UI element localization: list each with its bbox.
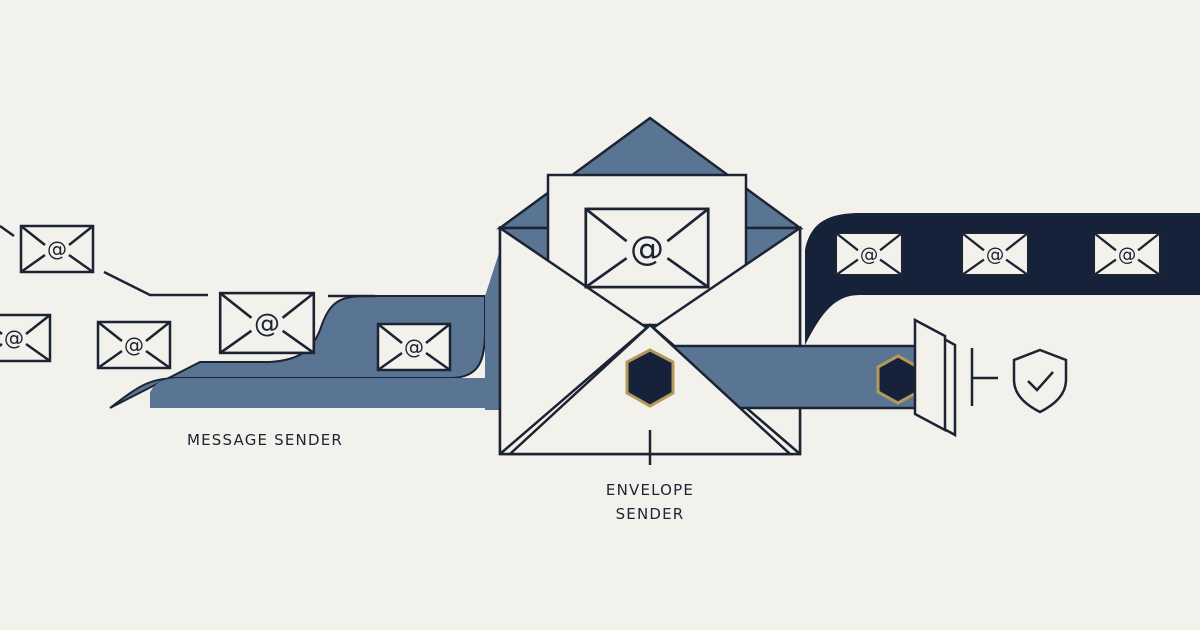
check-mark (1027, 371, 1054, 392)
at-symbol: @ (254, 309, 280, 339)
mail-envelope-icon: @ (834, 231, 904, 277)
mail-envelope-icon: @ (960, 231, 1030, 277)
message-flow-band-upper (485, 250, 500, 410)
strip-seal-icon (876, 354, 920, 405)
mail-envelope-icon: @ (1092, 231, 1162, 277)
message-flow-band-lower (150, 378, 485, 408)
envelope-sender-label-line1: ENVELOPE (605, 481, 695, 499)
mail-envelope-icon: @ (96, 320, 172, 370)
at-symbol: @ (860, 244, 878, 265)
envelope-sender-label: ENVELOPE SENDER (560, 478, 740, 526)
envelope-seal-icon (625, 348, 675, 408)
shield-check-icon (1012, 348, 1068, 414)
connector-line (0, 224, 15, 238)
at-symbol: @ (1118, 244, 1136, 265)
mail-envelope-icon: @ (376, 322, 452, 372)
letter-mail-icon: @ (584, 207, 710, 289)
mail-envelope-icon: @ (19, 224, 95, 274)
envelope-sender-label-line2: SENDER (615, 505, 685, 523)
at-symbol: @ (404, 335, 424, 359)
at-symbol: @ (47, 237, 67, 261)
gate-panel-front (913, 317, 947, 433)
at-symbol: @ (124, 333, 144, 357)
at-symbol: @ (4, 326, 24, 350)
message-sender-label: MESSAGE SENDER (186, 431, 344, 449)
connector-line (103, 270, 208, 297)
gate-connector (970, 348, 998, 406)
at-symbol: @ (630, 229, 664, 269)
at-symbol: @ (986, 244, 1004, 265)
mail-envelope-icon: @ (218, 291, 316, 355)
mail-envelope-icon: @ (0, 313, 52, 363)
